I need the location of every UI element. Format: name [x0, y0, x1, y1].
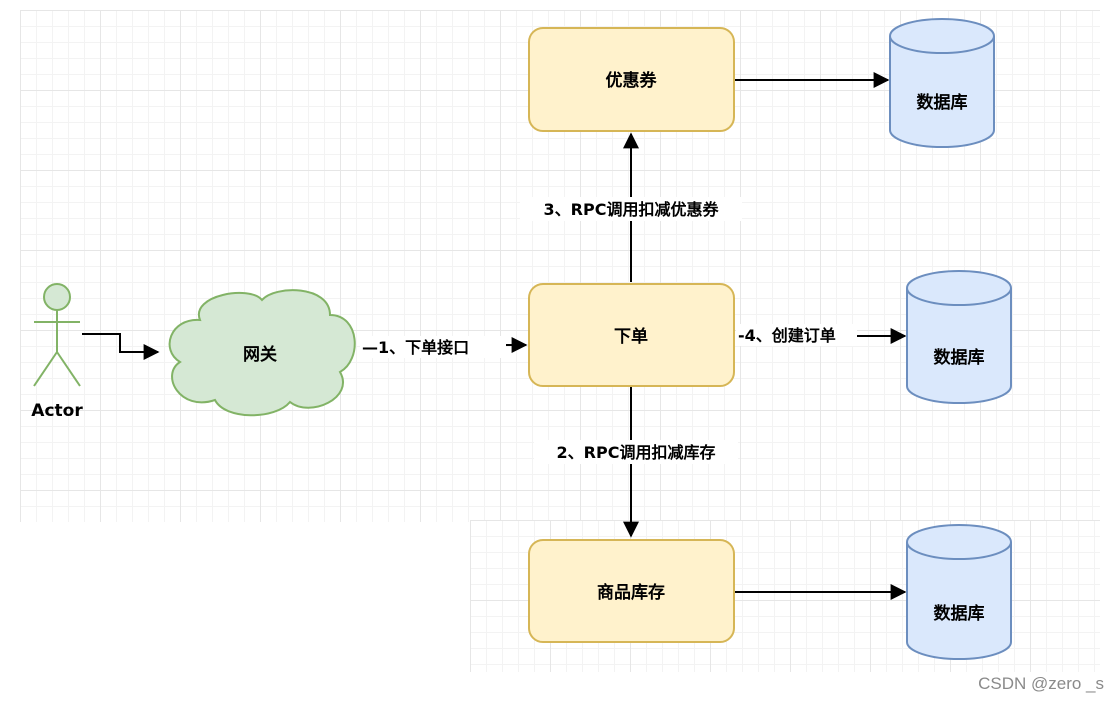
inventory-label: 商品库存 [597, 582, 665, 603]
gateway-cloud [168, 289, 356, 417]
order-to-db-label-bg [736, 324, 857, 346]
actor-label: Actor [31, 401, 83, 421]
order-db-cylinder [906, 270, 1012, 404]
order-box [528, 283, 735, 387]
edge-actor-to-gateway [82, 333, 160, 360]
coupon-box [528, 27, 735, 132]
order-to-inventory-label: 2、RPC调用扣减库存 [557, 443, 716, 462]
gateway-to-order-label-bg [360, 336, 506, 358]
order-label: 下单 [614, 326, 648, 347]
order-to-inventory-label-bg [534, 440, 738, 464]
coupon-db-label: 数据库 [917, 92, 968, 113]
actor-figure [33, 283, 81, 387]
inventory-box [528, 539, 735, 643]
inventory-db-cylinder [906, 524, 1012, 660]
coupon-label: 优惠券 [606, 70, 658, 91]
gateway-to-order-label: —1、下单接口 [362, 338, 469, 357]
order-db-label: 数据库 [934, 347, 985, 368]
order-to-db-label: -4、创建订单 [738, 326, 836, 345]
order-to-coupon-label: 3、RPC调用扣减优惠券 [544, 200, 720, 219]
gateway-label: 网关 [243, 344, 277, 365]
order-to-coupon-label-bg [520, 197, 742, 221]
inventory-db-label: 数据库 [934, 603, 985, 624]
coupon-db-cylinder [889, 18, 995, 148]
csdn-watermark: CSDN @zero _s [978, 674, 1104, 693]
